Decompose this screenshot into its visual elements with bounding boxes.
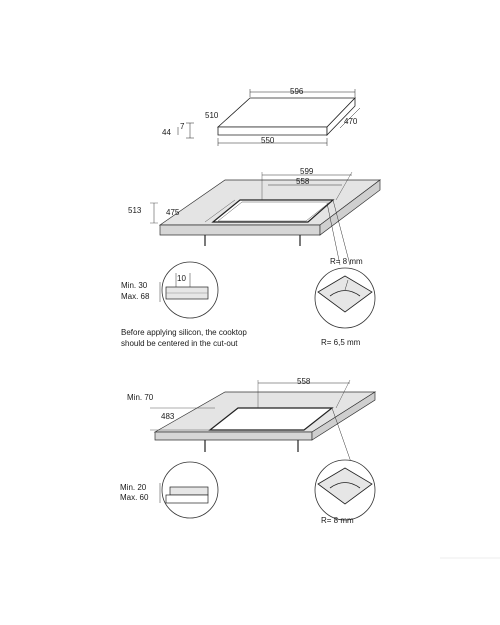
radius-label-8mm: R= 8 mm — [330, 257, 363, 266]
dim-flush-depth-483: 483 — [161, 412, 175, 421]
cooktop-dimensions-diagram — [177, 89, 361, 146]
dim-height-44: 44 — [162, 128, 171, 137]
dim-inner-width-558: 558 — [296, 177, 310, 186]
dim-gap-10: 10 — [177, 274, 186, 283]
max-thickness-60: Max. 60 — [120, 493, 149, 502]
dim-depth-510: 510 — [205, 111, 219, 120]
silicon-note-line-2: should be centered in the cut-out — [121, 339, 238, 348]
dim-width-596: 596 — [290, 87, 304, 96]
cutout-diagram — [150, 171, 382, 266]
max-thickness-68: Max. 68 — [121, 292, 150, 301]
dim-flush-width-558: 558 — [297, 377, 311, 386]
worktop-thickness-detail-1 — [159, 261, 219, 319]
dim-cutout-depth-513: 513 — [128, 206, 142, 215]
min-thickness-30: Min. 30 — [121, 281, 148, 290]
worktop-front-2 — [154, 431, 313, 441]
min-edge-70: Min. 70 — [127, 393, 154, 402]
silicon-note-line-1: Before applying silicon, the cooktop — [121, 328, 247, 337]
worktop-side-2 — [311, 391, 376, 441]
dim-cutout-width-599: 599 — [300, 167, 314, 176]
radius-label-6-5mm: R= 6,5 mm — [321, 338, 361, 347]
dim-base-550: 550 — [261, 136, 275, 145]
radius-label-8mm-2: R= 8 mm — [321, 516, 354, 525]
worktop-thickness-detail-2 — [159, 461, 219, 519]
corner-radius-detail-2 — [314, 459, 376, 521]
min-thickness-20: Min. 20 — [120, 483, 147, 492]
cooktop-front-edge — [217, 126, 328, 136]
dim-height-7: 7 — [180, 122, 185, 131]
worktop-front — [159, 224, 321, 236]
cooktop-side-edge — [326, 97, 356, 136]
corner-radius-detail-1 — [314, 267, 376, 329]
cutout-inner-edge — [217, 201, 331, 222]
worktop-side — [319, 179, 381, 236]
dim-side-470: 470 — [344, 117, 358, 126]
dim-inner-depth-475: 475 — [166, 208, 180, 217]
flush-cutout-diagram — [150, 379, 377, 466]
